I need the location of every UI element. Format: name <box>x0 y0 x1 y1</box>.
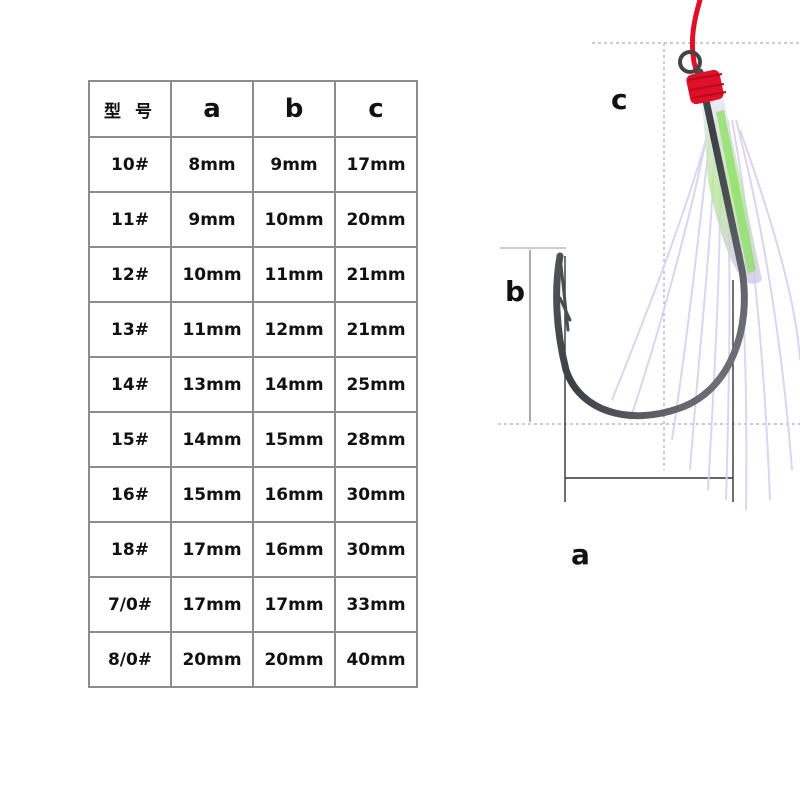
size-a-cell: 17mm <box>170 576 254 633</box>
table-header-row: 型 号 a b c <box>88 80 418 138</box>
size-b-cell: 16mm <box>252 521 336 578</box>
hook-barb <box>558 254 572 332</box>
size-c-cell: 21mm <box>334 301 418 358</box>
model-cell: 12# <box>88 246 172 303</box>
column-header-a: a <box>170 80 254 138</box>
size-b-cell: 12mm <box>252 301 336 358</box>
hook-eye <box>678 50 702 74</box>
model-cell: 13# <box>88 301 172 358</box>
table-row: 10# 8mm 9mm 17mm <box>88 136 418 193</box>
size-a-cell: 14mm <box>170 411 254 468</box>
size-a-cell: 8mm <box>170 136 254 193</box>
size-c-cell: 28mm <box>334 411 418 468</box>
column-header-model: 型 号 <box>88 80 172 138</box>
feather-skirt <box>611 119 800 511</box>
size-a-cell: 15mm <box>170 466 254 523</box>
table-row: 15# 14mm 15mm 28mm <box>88 411 418 468</box>
hook-illustration <box>498 0 800 511</box>
table-row: 14# 13mm 14mm 25mm <box>88 356 418 413</box>
size-a-cell: 17mm <box>170 521 254 578</box>
model-cell: 10# <box>88 136 172 193</box>
size-c-cell: 33mm <box>334 576 418 633</box>
table-row: 12# 10mm 11mm 21mm <box>88 246 418 303</box>
guide-lines <box>498 42 800 470</box>
table-row: 7/0# 17mm 17mm 33mm <box>88 576 418 633</box>
thread-wrap <box>686 69 727 105</box>
model-cell: 15# <box>88 411 172 468</box>
model-cell: 8/0# <box>88 631 172 688</box>
size-c-cell: 20mm <box>334 191 418 248</box>
green-flash-strip <box>716 110 756 274</box>
table-row: 18# 17mm 16mm 30mm <box>88 521 418 578</box>
size-c-cell: 30mm <box>334 466 418 523</box>
size-b-cell: 17mm <box>252 576 336 633</box>
size-c-cell: 17mm <box>334 136 418 193</box>
model-cell: 14# <box>88 356 172 413</box>
size-c-cell: 25mm <box>334 356 418 413</box>
table-row: 16# 15mm 16mm 30mm <box>88 466 418 523</box>
column-header-b: b <box>252 80 336 138</box>
column-header-c: c <box>334 80 418 138</box>
hook-body <box>553 68 748 420</box>
model-cell: 7/0# <box>88 576 172 633</box>
dimension-label-c: c <box>611 83 628 116</box>
model-cell: 11# <box>88 191 172 248</box>
size-a-cell: 20mm <box>170 631 254 688</box>
size-b-cell: 20mm <box>252 631 336 688</box>
size-c-cell: 40mm <box>334 631 418 688</box>
table-row: 8/0# 20mm 20mm 40mm <box>88 631 418 688</box>
size-c-cell: 30mm <box>334 521 418 578</box>
size-b-cell: 14mm <box>252 356 336 413</box>
table-row: 13# 11mm 12mm 21mm <box>88 301 418 358</box>
dimension-label-b: b <box>505 275 526 308</box>
size-a-cell: 13mm <box>170 356 254 413</box>
size-c-cell: 21mm <box>334 246 418 303</box>
size-a-cell: 11mm <box>170 301 254 358</box>
size-b-cell: 10mm <box>252 191 336 248</box>
model-cell: 16# <box>88 466 172 523</box>
size-a-cell: 9mm <box>170 191 254 248</box>
size-b-cell: 16mm <box>252 466 336 523</box>
model-cell: 18# <box>88 521 172 578</box>
table-row: 11# 9mm 10mm 20mm <box>88 191 418 248</box>
dimension-label-a: a <box>571 538 590 571</box>
size-b-cell: 9mm <box>252 136 336 193</box>
size-b-cell: 11mm <box>252 246 336 303</box>
size-b-cell: 15mm <box>252 411 336 468</box>
size-a-cell: 10mm <box>170 246 254 303</box>
hook-size-table: 型 号 a b c 10# 8mm 9mm 17mm 11# 9mm 10mm … <box>88 80 418 688</box>
dimension-marks <box>529 250 734 502</box>
